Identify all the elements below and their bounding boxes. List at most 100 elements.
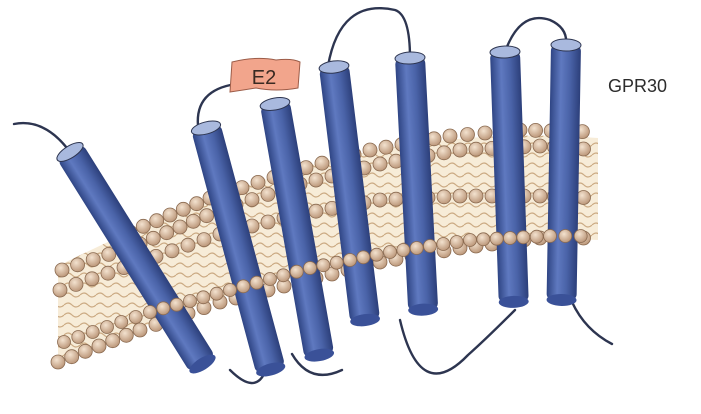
lipid-head bbox=[261, 215, 275, 229]
lipid-head bbox=[197, 291, 210, 304]
lipid-head bbox=[469, 142, 483, 156]
lipid-head bbox=[173, 220, 187, 234]
lipid-head bbox=[71, 258, 85, 272]
lipid-head bbox=[78, 344, 92, 358]
lipid-head bbox=[251, 175, 265, 189]
lipid-head bbox=[92, 339, 106, 353]
lipid-head bbox=[133, 323, 147, 337]
e2-label: E2 bbox=[252, 67, 276, 89]
lipid-head bbox=[160, 226, 174, 240]
lipid-head bbox=[53, 283, 67, 297]
lipid-head bbox=[163, 208, 177, 222]
lipid-head bbox=[224, 284, 237, 297]
n-terminus-loop bbox=[14, 123, 70, 152]
lipid-head bbox=[181, 238, 195, 252]
lipid-head bbox=[453, 189, 467, 203]
lipid-head bbox=[397, 244, 410, 257]
lipid-head bbox=[469, 189, 483, 203]
lipid-head bbox=[277, 269, 290, 282]
lipid-head bbox=[186, 214, 200, 228]
lipid-head bbox=[478, 126, 492, 140]
lipid-head bbox=[250, 276, 263, 289]
lipid-head bbox=[304, 262, 317, 275]
lipid-head bbox=[544, 230, 557, 243]
lipid-head bbox=[69, 277, 83, 291]
lipid-head bbox=[363, 143, 377, 157]
lipid-head bbox=[290, 265, 303, 278]
lipid-head bbox=[477, 233, 490, 246]
lipid-head bbox=[490, 232, 503, 245]
receptor-label: GPR30 bbox=[608, 76, 667, 96]
lipid-head bbox=[58, 336, 71, 349]
lipid-head bbox=[85, 272, 99, 286]
lipid-head bbox=[357, 251, 370, 264]
lipid-head bbox=[437, 238, 450, 251]
lipid-head bbox=[504, 232, 517, 245]
e2-ligand: E2 bbox=[230, 58, 300, 92]
lipid-head bbox=[437, 190, 451, 204]
helix-7 bbox=[546, 39, 581, 306]
lipid-head bbox=[453, 143, 467, 157]
lipid-head bbox=[574, 230, 587, 243]
lipid-head bbox=[176, 202, 190, 216]
lipid-head bbox=[264, 273, 277, 286]
lipid-head bbox=[210, 287, 223, 300]
lipid-head bbox=[86, 253, 100, 267]
lipid-head bbox=[157, 302, 170, 315]
lipid-head bbox=[317, 259, 330, 272]
lipid-head bbox=[136, 219, 150, 233]
lipid-head bbox=[170, 298, 183, 311]
lipid-head bbox=[389, 192, 403, 206]
lipid-head bbox=[373, 157, 387, 171]
lipid-head bbox=[315, 156, 329, 170]
lipid-head bbox=[379, 140, 393, 154]
lipid-head bbox=[237, 280, 250, 293]
lipid-head bbox=[530, 230, 543, 243]
lipid-head bbox=[129, 311, 142, 324]
lipid-head bbox=[106, 334, 120, 348]
lipid-head bbox=[529, 123, 543, 137]
lipid-head bbox=[261, 187, 275, 201]
lipid-head bbox=[146, 231, 160, 245]
lipid-head bbox=[373, 193, 387, 207]
lipid-head bbox=[150, 214, 164, 228]
intracellular-loop-3 bbox=[400, 310, 515, 374]
lipid-head bbox=[245, 193, 259, 207]
lipid-head bbox=[450, 236, 463, 249]
lipid-head bbox=[464, 234, 477, 247]
lipid-head bbox=[410, 242, 423, 255]
lipid-head bbox=[101, 321, 114, 334]
lipid-head bbox=[190, 197, 204, 211]
lipid-head bbox=[144, 306, 157, 319]
lipid-head bbox=[344, 254, 357, 267]
lipid-head bbox=[309, 204, 323, 218]
c-terminus-loop bbox=[572, 302, 612, 344]
lipid-head bbox=[443, 129, 457, 143]
lipid-head bbox=[101, 266, 115, 280]
lipid-head bbox=[517, 231, 530, 244]
lipid-head bbox=[86, 326, 99, 339]
lipid-head bbox=[533, 139, 547, 153]
lipid-head bbox=[424, 240, 437, 253]
lipid-head bbox=[577, 191, 591, 205]
lipid-head bbox=[309, 173, 323, 187]
helix-6 bbox=[490, 45, 529, 308]
lipid-head bbox=[384, 246, 397, 259]
lipid-head bbox=[72, 331, 85, 344]
lipid-head bbox=[200, 209, 214, 223]
lipid-head bbox=[370, 248, 383, 261]
lipid-head bbox=[461, 128, 475, 142]
lipid-head bbox=[330, 256, 343, 269]
lipid-head bbox=[65, 350, 79, 364]
lipid-head bbox=[55, 263, 69, 277]
lipid-head bbox=[115, 316, 128, 329]
lipid-head bbox=[197, 233, 211, 247]
lipid-head bbox=[184, 295, 197, 308]
lipid-head bbox=[559, 230, 572, 243]
lipid-head bbox=[437, 146, 451, 160]
lipid-head bbox=[533, 189, 547, 203]
lipid-head bbox=[51, 355, 65, 369]
lipid-head bbox=[165, 244, 179, 258]
lipid-head bbox=[119, 328, 133, 342]
